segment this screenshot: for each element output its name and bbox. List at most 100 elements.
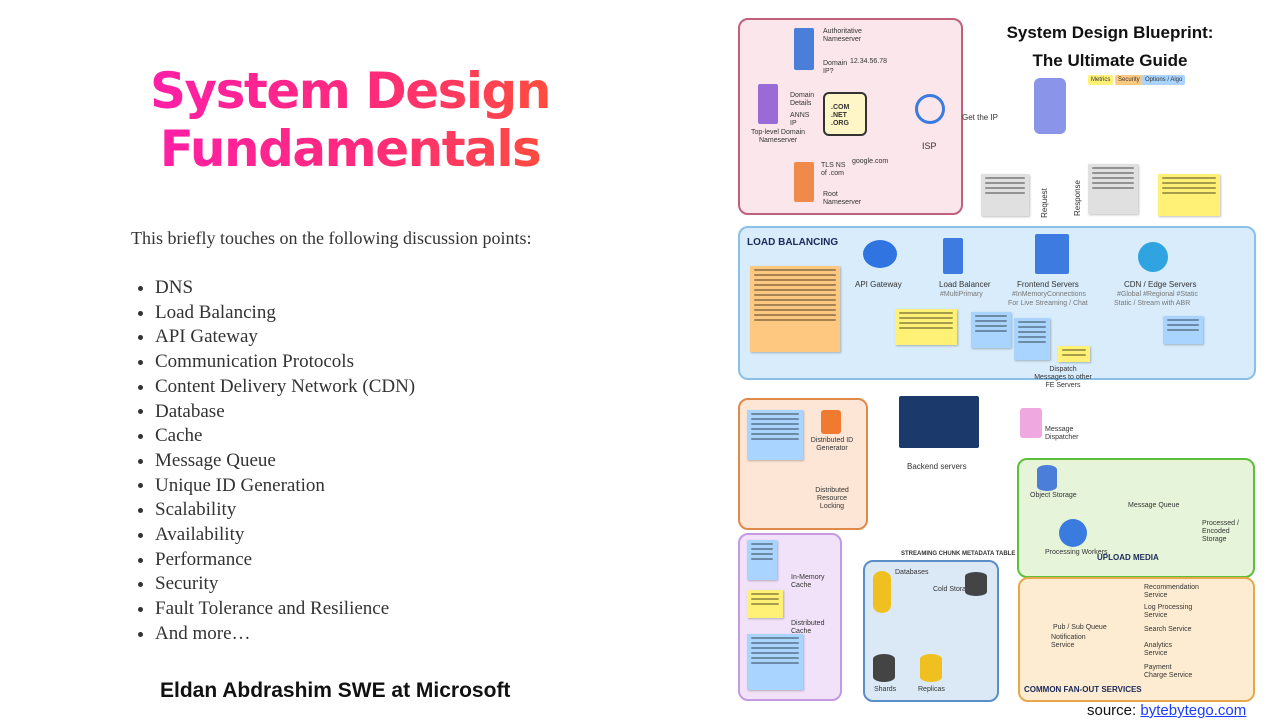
source-link[interactable]: bytebytego.com bbox=[1140, 702, 1247, 719]
diagram-title: System Design Blueprint: The Ultimate Gu… bbox=[1006, 23, 1214, 70]
id-icon bbox=[821, 410, 841, 434]
phone-icon bbox=[1034, 78, 1066, 134]
author-credit: Eldan Abdrashim SWE at Microsoft bbox=[160, 679, 511, 702]
service-recommendation: Recommendation Service bbox=[1144, 584, 1199, 599]
shards-label: Shards bbox=[874, 686, 897, 693]
isp-label: ISP bbox=[922, 141, 937, 151]
tld-list-label: .COM .NET .ORG bbox=[831, 104, 850, 127]
domain-details-label: Domain Details bbox=[790, 92, 815, 107]
authoritative-label: Authoritative Nameserver bbox=[823, 28, 862, 43]
list-item: Communication Protocols bbox=[138, 350, 415, 375]
bullet-icon bbox=[138, 384, 143, 390]
lb-metrics-note bbox=[895, 309, 957, 345]
list-item: Availability bbox=[138, 523, 415, 548]
list-item: API Gateway bbox=[138, 325, 415, 350]
service-log-processing: Log Processing Service bbox=[1144, 604, 1193, 619]
cold-storage-label: Cold Storage bbox=[933, 586, 974, 593]
source-credit: source: bytebytego.com bbox=[1087, 702, 1246, 719]
message-queue-label: Message Queue bbox=[1128, 502, 1180, 509]
message-dispatcher-label: Message Dispatcher bbox=[1045, 426, 1079, 441]
streaming-table-label: STREAMING CHUNK METADATA TABLE bbox=[901, 551, 1016, 557]
fe-protocols-note bbox=[1014, 318, 1050, 360]
processing-workers-icon bbox=[1059, 519, 1087, 547]
bullet-icon bbox=[138, 310, 143, 316]
response-note bbox=[1088, 164, 1138, 214]
api-gateway-label: API Gateway bbox=[855, 280, 902, 289]
cache-metrics-note bbox=[747, 590, 783, 618]
list-item: Cache bbox=[138, 424, 415, 449]
list-item: Security bbox=[138, 572, 415, 597]
list-item: Content Delivery Network (CDN) bbox=[138, 375, 415, 400]
page-title: System Design Fundamentals bbox=[150, 62, 550, 178]
api-gateway-note bbox=[750, 266, 840, 352]
bullet-icon bbox=[138, 557, 143, 563]
in-memory-cache-label: In-Memory Cache bbox=[791, 574, 825, 589]
cache-strategy-note bbox=[747, 540, 777, 580]
resource-locking-label: Distributed Resource Locking bbox=[815, 487, 849, 510]
id-generator-label: Distributed ID Generator bbox=[810, 437, 854, 452]
bullet-icon bbox=[138, 606, 143, 612]
root-label: Root Nameserver bbox=[823, 191, 862, 206]
list-item: And more… bbox=[138, 622, 415, 647]
metrics-note-top bbox=[1158, 174, 1220, 216]
legend-metrics: Metrics bbox=[1088, 75, 1114, 85]
load-balancer-icon bbox=[943, 238, 963, 274]
cdn-tag-2: Static / Stream with ABR bbox=[1114, 300, 1191, 307]
intro-text: This briefly touches on the following di… bbox=[131, 228, 532, 248]
list-item: Fault Tolerance and Resilience bbox=[138, 597, 415, 622]
processed-storage-label: Processed / Encoded Storage bbox=[1202, 520, 1239, 543]
title-line-2: Fundamentals bbox=[159, 120, 541, 178]
bullet-icon bbox=[138, 359, 143, 365]
request-label: Request bbox=[1039, 188, 1049, 218]
object-storage-label: Object Storage bbox=[1030, 492, 1077, 499]
bullet-icon bbox=[138, 582, 143, 588]
list-item: Message Queue bbox=[138, 449, 415, 474]
processing-workers-label: Processing Workers bbox=[1045, 549, 1108, 556]
get-ip-label: Get the IP bbox=[962, 113, 999, 122]
dispatch-label: Dispatch Messages to other FE Servers bbox=[1034, 366, 1092, 389]
bullet-icon bbox=[138, 508, 143, 514]
frontend-tag-1: #InMemoryConnections bbox=[1012, 291, 1086, 298]
fe-metrics-note bbox=[1058, 346, 1090, 362]
eviction-note bbox=[747, 634, 803, 690]
object-storage-icon bbox=[1037, 465, 1057, 491]
pubsub-label: Pub / Sub Queue bbox=[1053, 624, 1107, 631]
cold-storage-icon bbox=[965, 572, 987, 596]
left-panel: System Design Fundamentals This briefly … bbox=[131, 62, 550, 702]
list-item: Performance bbox=[138, 548, 415, 573]
lb-algo-note bbox=[971, 312, 1011, 348]
title-line-1: System Design bbox=[150, 62, 550, 120]
database-icon bbox=[873, 571, 891, 613]
anns-ip-label: ANNS IP bbox=[790, 112, 810, 127]
list-item: Scalability bbox=[138, 498, 415, 523]
bullet-icon bbox=[138, 532, 143, 538]
bullet-icon bbox=[138, 409, 143, 415]
resolver-icon bbox=[823, 92, 867, 136]
list-item: DNS bbox=[138, 276, 415, 301]
cdn-globe-icon bbox=[1138, 242, 1168, 272]
replicas-icon bbox=[920, 654, 942, 682]
tld-server-icon bbox=[758, 84, 778, 124]
load-balancer-label: Load Balancer bbox=[939, 280, 991, 289]
replicas-label: Replicas bbox=[918, 686, 945, 693]
fanout-section bbox=[1018, 577, 1255, 702]
backend-servers-label: Backend servers bbox=[907, 462, 967, 471]
cdn-tag-1: #Global #Regional #Static bbox=[1117, 291, 1198, 298]
cdn-label: CDN / Edge Servers bbox=[1124, 280, 1197, 289]
list-item: Database bbox=[138, 400, 415, 425]
load-balancer-tag: #MultiPrimary bbox=[940, 291, 983, 298]
cdn-note bbox=[1163, 316, 1203, 344]
frontend-label: Frontend Servers bbox=[1017, 280, 1079, 289]
bullet-icon bbox=[138, 631, 143, 637]
topic-list: DNS Load Balancing API Gateway Communica… bbox=[138, 276, 415, 647]
frontend-tag-2: For Live Streaming / Chat bbox=[1008, 300, 1088, 307]
backend-servers-icon bbox=[899, 396, 979, 448]
domain-ip-label: Domain IP? bbox=[823, 60, 848, 75]
service-analytics: Analytics Service bbox=[1144, 642, 1173, 657]
distributed-cache-label: Distributed Cache bbox=[791, 620, 825, 635]
response-label: Response bbox=[1073, 179, 1083, 217]
ip-label: 12.34.56.78 bbox=[850, 58, 887, 65]
authoritative-server-icon bbox=[794, 28, 814, 70]
load-balancing-title: LOAD BALANCING bbox=[747, 237, 839, 248]
bullet-icon bbox=[138, 335, 143, 341]
